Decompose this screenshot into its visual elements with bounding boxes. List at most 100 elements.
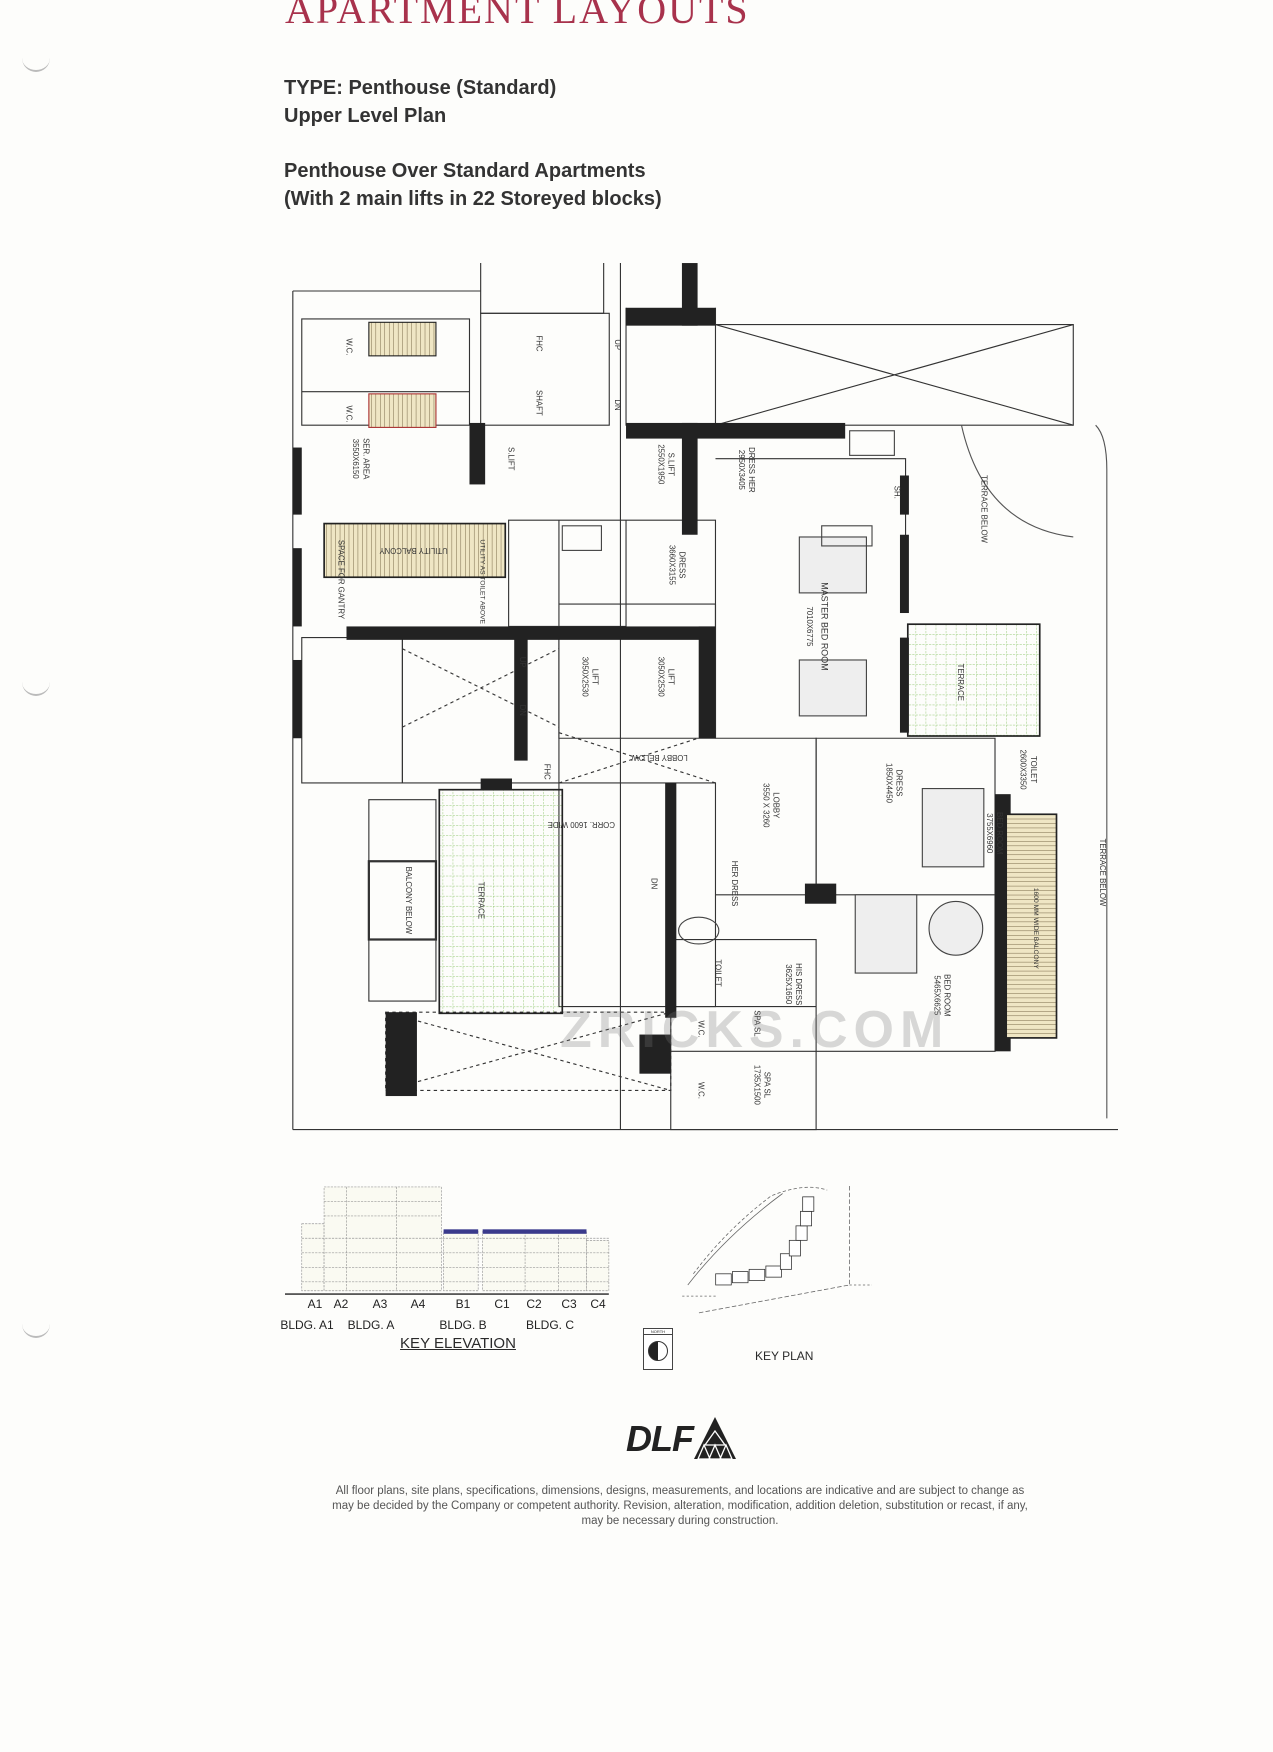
room-label: W.C. [344, 338, 353, 355]
stair-up: UP [518, 657, 527, 668]
watermark: ZRICKS.COM [560, 1001, 950, 1059]
room-label: LOBBY BELOW [631, 753, 688, 762]
room-dim: 3550X6150 [351, 439, 360, 480]
key-plan-diagram [682, 1184, 872, 1314]
room-label: BALCONY BELOW [404, 867, 413, 935]
building-label: BLDG. A [347, 1318, 395, 1332]
key-plan-title: KEY PLAN [755, 1349, 814, 1363]
room-label: S.LIFT [507, 447, 516, 471]
room-label: MASTER BED ROOM [820, 582, 830, 670]
room-label: TOILET [1029, 756, 1038, 783]
logo-text: DLF [626, 1418, 694, 1459]
room-label: TERRACE [476, 882, 485, 919]
room-label: SHAFT [535, 390, 544, 416]
page-title: APARTMENT LAYOUTS [285, 0, 750, 32]
room-dim: 3755X6960 [985, 813, 994, 854]
balcony-small [368, 321, 437, 357]
room-label: TERRACE [956, 664, 965, 701]
room-dim: 3625X1650 [784, 964, 793, 1005]
room-label: SPA SL [753, 1010, 762, 1037]
room-label: 1600 MM WIDE BALCONY [1032, 888, 1039, 970]
room-label: TERRACE BELOW [980, 475, 989, 543]
stair-down: DN [650, 878, 659, 889]
punch-hole [22, 680, 50, 696]
room-label: FHC [535, 336, 544, 352]
room-dim: 3050X2530 [580, 657, 589, 698]
room-label: SPA SL [763, 1072, 772, 1099]
room-label: UTILITY AS TOILET ABOVE [479, 539, 486, 624]
room-label: HIS DRESS [794, 963, 803, 1005]
room-dim: 2950X3405 [737, 450, 746, 491]
compass-icon [648, 1341, 668, 1361]
room-label: TOILET [713, 959, 722, 986]
balcony-small [368, 393, 437, 428]
room-label: DRESS HER [747, 447, 756, 493]
room-dim: 5465X6625 [933, 975, 942, 1016]
punch-hole [22, 56, 50, 72]
room-label: W.C. [697, 1082, 706, 1099]
highlight-block [443, 1229, 479, 1234]
stair-up: UP [613, 339, 622, 350]
room-label: S.LIFT [667, 453, 676, 477]
tower-label: C3 [561, 1297, 577, 1311]
key-elevation-title: KEY ELEVATION [400, 1335, 516, 1352]
tower-label: C1 [494, 1297, 510, 1311]
walls [292, 263, 1011, 1097]
tower-label: A1 [307, 1297, 323, 1311]
stair-down: DN [518, 705, 527, 716]
subtitle-1: Penthouse Over Standard Apartments [284, 160, 646, 182]
terrace-left [438, 788, 564, 1015]
tower-label: A2 [333, 1297, 349, 1311]
triangle-logo-icon [693, 1417, 736, 1460]
room-label: SPACE FOR GANTRY [337, 540, 346, 620]
stair-down: DN [613, 399, 622, 410]
room-dim: 1850X4450 [885, 763, 894, 804]
room-labels: MASTER BED ROOM 7010X6775 DRESS HER 2950… [337, 336, 1107, 1106]
room-label: LOBBY [772, 792, 781, 819]
room-label: SH. [892, 486, 901, 499]
room-label: LIFT [590, 669, 599, 685]
highlight-block [482, 1229, 587, 1234]
disclaimer: All floor plans, site plans, specificati… [332, 1485, 1028, 1527]
room-label: W.C. [344, 406, 353, 423]
room-label: W.C. [697, 1020, 706, 1037]
type-line: TYPE: Penthouse (Standard) [284, 77, 557, 99]
plan-line: Upper Level Plan [284, 105, 447, 127]
building-label: BLDG. C [525, 1318, 575, 1332]
building-label: BLDG. B [439, 1318, 487, 1332]
terrace-edge [960, 424, 1108, 1119]
tower-label: C2 [526, 1297, 542, 1311]
room-dim: 3050X2530 [656, 657, 665, 698]
room-label: LIFT [667, 669, 676, 685]
room-label: DRESS [678, 551, 687, 578]
room-label: HER DRESS [730, 861, 739, 907]
key-elevation-diagram [285, 1186, 610, 1295]
tower-label: C4 [590, 1297, 606, 1311]
room-label: DRESS [895, 770, 904, 797]
tower-label: A4 [410, 1297, 426, 1311]
room-dim: 7010X6775 [805, 606, 814, 647]
room-dim: 2600X3350 [1019, 750, 1028, 791]
furniture [561, 430, 985, 974]
dlf-logo: DLF [626, 1416, 737, 1460]
balcony-hatched [1005, 813, 1058, 1039]
north-label: NORTH [644, 1329, 672, 1335]
room-label: TERRACE BELOW [1098, 839, 1107, 907]
utility-balcony-hatch [323, 522, 507, 579]
room-label: SER. AREA [361, 438, 370, 480]
building-label: BLDG. A1 [280, 1318, 334, 1332]
room-dim: 3550 X 3260 [762, 783, 771, 828]
room-dim: 1735X1500 [753, 1065, 762, 1106]
terrace-right [906, 623, 1041, 737]
room-label: BED ROOM [995, 812, 1004, 855]
punch-hole [22, 1322, 50, 1338]
room-label: UTILITY BALCONY [379, 546, 448, 555]
room-label: FHC [542, 764, 551, 780]
floor-plan: MASTER BED ROOM 7010X6775 DRESS HER 2950… [292, 263, 1118, 1131]
room-dim: 2550X1950 [656, 444, 665, 485]
room-label: CORR. 1600 WIDE [548, 820, 615, 829]
room-dim: 3660X3155 [668, 545, 677, 586]
tower-label: A3 [372, 1297, 388, 1311]
tower-label: B1 [455, 1297, 471, 1311]
room-label: BED ROOM [943, 974, 952, 1017]
